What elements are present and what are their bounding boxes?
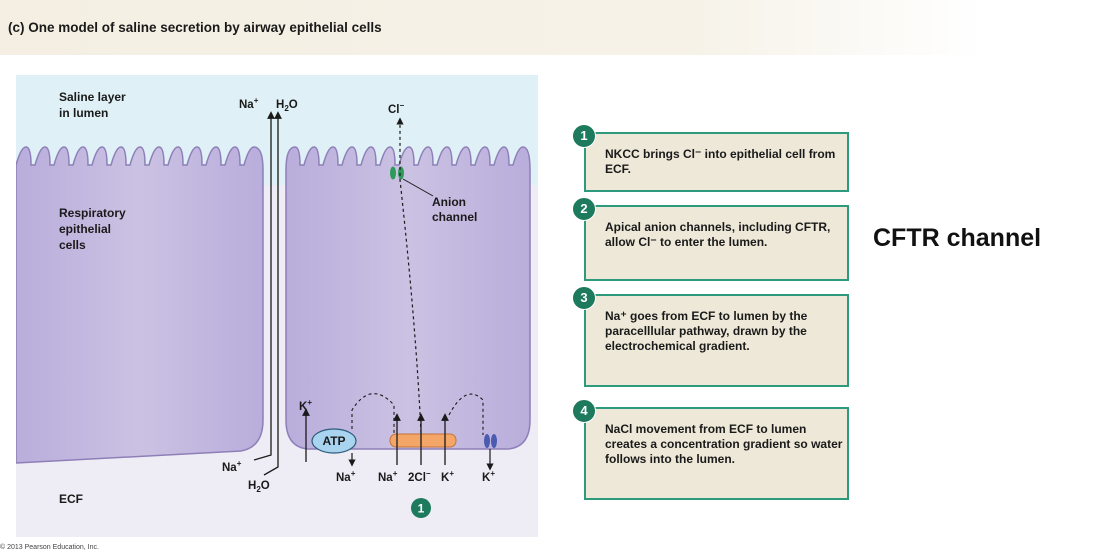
na-top-label: Na+: [239, 96, 259, 111]
respiratory-label-2: epithelial: [59, 222, 111, 236]
step-box-1: 1 NKCC brings Cl⁻ into epithelial cell f…: [572, 124, 849, 192]
h2o-top-label: H2O: [276, 99, 298, 113]
na-bottom-left-label: Na+: [222, 459, 242, 474]
title-bar: (c) One model of saline secretion by air…: [0, 0, 985, 55]
atp-pump-icon: [311, 428, 357, 454]
anion-channel-label-2: channel: [432, 210, 477, 224]
na-recycle-path: [351, 393, 395, 435]
step-text-2: Apical anion channels, including CFTR, a…: [605, 220, 831, 249]
cl-nkcc-label: 2Cl−: [408, 469, 431, 484]
k-top-label: K+: [299, 398, 312, 413]
atp-label: ATP: [322, 434, 345, 448]
nkcc-transporter-icon: [389, 433, 457, 448]
step-badge-1: 1: [572, 124, 596, 148]
saline-layer-label-1: Saline layer: [59, 90, 126, 104]
cftr-channel-label: CFTR channel: [873, 224, 1042, 252]
step-text-3: Na⁺ goes from ECF to lumen by the parace…: [605, 309, 808, 353]
na-atp-label: Na+: [336, 469, 356, 484]
anion-channel-pointer: [402, 178, 434, 197]
k-recycle-path: [448, 393, 484, 435]
step-text-1: NKCC brings Cl⁻ into epithelial cell fro…: [605, 147, 836, 176]
na-paracellular-arrow: [253, 111, 275, 461]
k-channel-icon: [484, 434, 497, 448]
left-cell: [16, 146, 264, 464]
right-cell: [285, 146, 531, 450]
step-text-4: NaCl movement from ECF to lumen creates …: [605, 422, 843, 466]
saline-layer-label-2: in lumen: [59, 106, 108, 120]
ecf-label: ECF: [59, 492, 83, 506]
epithelial-diagram: ATP Saline layer in lumen Respiratory ep…: [16, 75, 538, 537]
k-right-label: K+: [482, 469, 495, 484]
cl-top-label: Cl−: [388, 101, 405, 116]
na-nkcc-label: Na+: [378, 469, 398, 484]
step-badge-icon: [411, 498, 431, 518]
anion-channel-label-1: Anion: [432, 195, 466, 209]
cl-dashed-path: [396, 117, 422, 434]
figure-title: (c) One model of saline secretion by air…: [8, 20, 382, 35]
respiratory-label-3: cells: [59, 238, 86, 252]
h2o-bottom-label: H2O: [248, 480, 270, 494]
step-box-3: 3 Na⁺ goes from ECF to lumen by the para…: [572, 286, 849, 387]
step-box-4: 4 NaCl movement from ECF to lumen create…: [572, 399, 849, 500]
copyright-notice: © 2013 Pearson Education, Inc.: [0, 544, 99, 551]
respiratory-label-1: Respiratory: [59, 206, 126, 220]
step-badge-2: 2: [572, 197, 596, 221]
diagram-badge-number: 1: [418, 502, 425, 516]
step-badge-4: 4: [572, 399, 596, 423]
step-badge-3: 3: [572, 286, 596, 310]
k-nkcc-label: K+: [441, 469, 454, 484]
diagram-svg: ATP Saline layer in lumen Respiratory ep…: [16, 75, 538, 537]
h2o-paracellular-arrow: [263, 111, 282, 476]
step-box-2: 2 Apical anion channels, including CFTR,…: [572, 197, 849, 281]
